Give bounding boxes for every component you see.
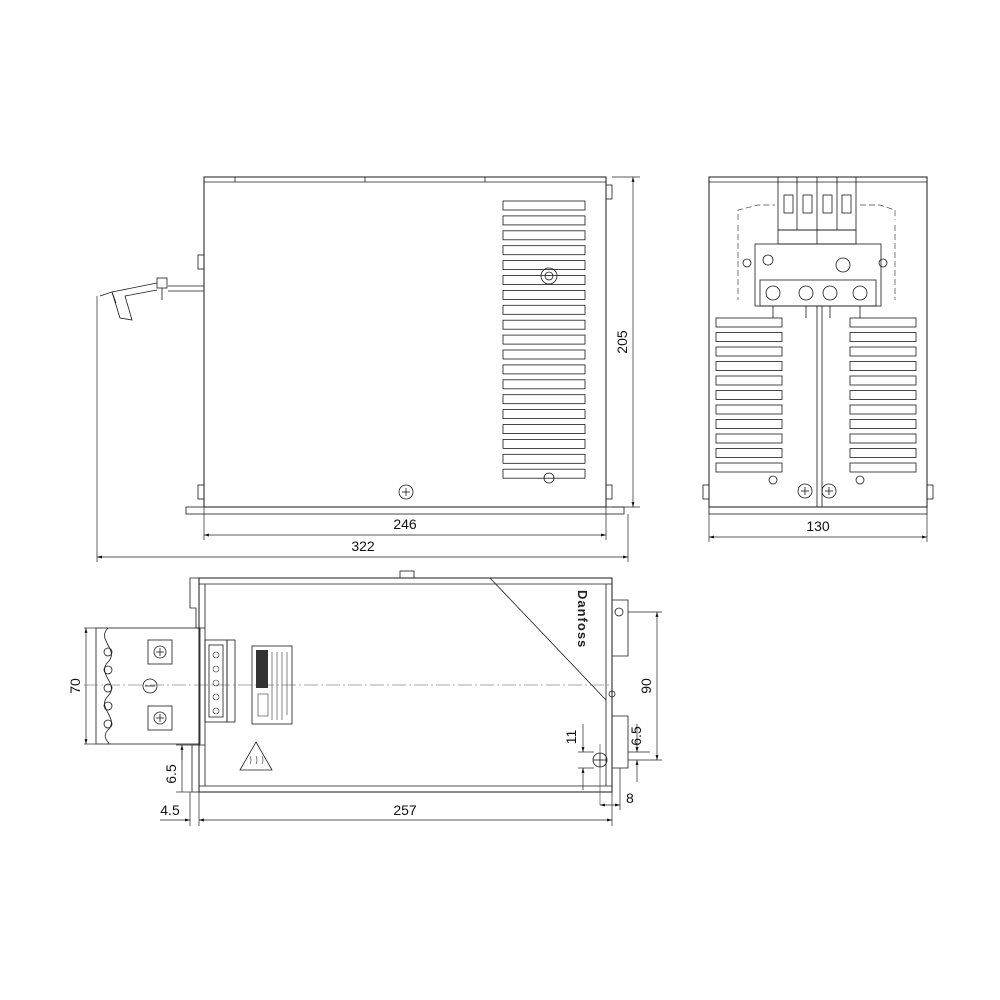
side-view: 130 [702,176,934,542]
louvre-slot [849,332,917,342]
front-view-housing [203,176,607,508]
dimension-70-label: 70 [67,678,83,694]
front-view-base-plate [185,506,625,515]
louvre-slot [502,319,586,330]
louvre-slot [849,433,917,444]
louvre-slot [502,289,586,300]
dimension-246-label: 246 [393,516,417,532]
dimension-205-label: 205 [614,330,630,354]
louvre-slot [502,453,586,464]
louvre-slot [849,361,917,371]
louvre-slot [502,364,586,375]
louvre-slot [715,317,783,328]
terminal-block [742,176,888,318]
louvre-slot [502,200,586,211]
dimension-322-label: 322 [351,538,375,554]
dimension-4-5-label: 4.5 [160,802,180,818]
dimension-11-label: 11 [563,730,579,745]
side-view-louvres-left [715,317,783,473]
dimension-90: 90 [628,611,662,761]
louvre-slot [502,304,586,315]
louvre-slot [502,260,586,271]
louvre-slot [849,390,917,400]
louvre-slot [502,349,586,360]
louvre-slot [502,409,586,420]
louvre-slot [849,346,917,357]
nameplate-label [251,645,293,725]
brand-logo: Danfoss [575,590,590,648]
louvre-slot [502,334,586,345]
louvre-slot [502,394,586,405]
louvre-slot [715,448,783,458]
louvre-slot [715,433,783,444]
louvre-slot [849,317,917,328]
louvre-slot [715,390,783,400]
screw-icon [821,483,837,499]
front-view-louvres [502,200,586,479]
dimension-90-label: 90 [638,678,654,694]
louvre-slot [502,379,586,390]
ground-lead [99,277,204,321]
dimension-257: 257 [199,792,613,826]
dimension-6-5-right-label: 6.5 [628,726,644,746]
dimension-130-label: 130 [806,518,830,534]
dimension-8: 8 [600,768,634,810]
louvre-slot [849,462,917,473]
louvre-slot [502,245,586,256]
louvre-slot [849,448,917,458]
louvre-slot [715,419,783,429]
louvre-slot [502,424,586,434]
louvre-slot [502,230,586,241]
louvre-slot [849,375,917,386]
hot-surface-warning-icon [239,741,273,771]
dimension-322: 322 [96,296,629,562]
louvre-slot [502,215,586,226]
louvre-slot [715,346,783,357]
dimension-8-label: 8 [626,790,634,806]
plan-view: Danfoss [67,570,662,826]
louvre-slot [715,332,783,342]
dimension-4-5: 4.5 [160,792,200,826]
louvre-slot [849,404,917,415]
dimension-70: 70 [67,627,96,745]
dimension-6-5-right: 6.5 [628,724,650,782]
screw-icon [797,483,813,499]
dimension-130: 130 [708,514,928,542]
dimension-205: 205 [612,176,640,508]
dimension-6-5-left: 6.5 [163,744,192,793]
dimension-6-5-left-label: 6.5 [163,764,179,784]
terminal-strip [95,627,236,745]
front-view: 205 246 322 [96,176,640,562]
louvre-slot [715,375,783,386]
dimension-246: 246 [203,507,607,540]
dimension-257-label: 257 [393,802,417,818]
dimension-11: 11 [563,724,594,790]
louvre-slot [502,275,586,285]
side-view-louvres-right [849,317,917,473]
louvre-slot [715,361,783,371]
louvre-slot [715,404,783,415]
louvre-slot [715,462,783,473]
louvre-slot [849,419,917,429]
louvre-slot [502,438,586,449]
screw-icon [398,484,414,500]
